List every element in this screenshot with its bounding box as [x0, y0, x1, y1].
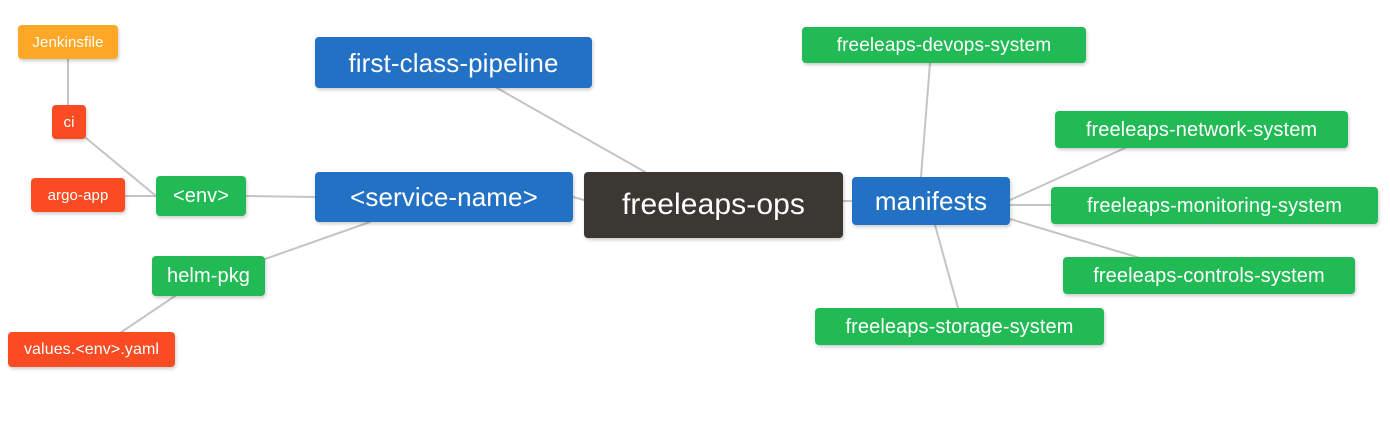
edge-manifests-to-freeleaps-devops-system	[920, 62, 931, 178]
mindmap-node-jenkinsfile[interactable]: Jenkinsfile	[18, 25, 118, 59]
mindmap-node-helm-pkg[interactable]: helm-pkg	[152, 256, 265, 296]
mindmap-node-service-name[interactable]: <service-name>	[315, 172, 573, 222]
mindmap-node-first-class-pipeline[interactable]: first-class-pipeline	[315, 37, 592, 88]
mindmap-node-freeleaps-devops-system[interactable]: freeleaps-devops-system	[802, 27, 1086, 63]
mindmap-node-freeleaps-ops[interactable]: freeleaps-ops	[584, 172, 843, 238]
mindmap-node-freeleaps-controls-system[interactable]: freeleaps-controls-system	[1063, 257, 1355, 294]
mindmap-node-freeleaps-network-system[interactable]: freeleaps-network-system	[1055, 111, 1348, 148]
mindmap-node-env[interactable]: <env>	[156, 176, 246, 216]
mindmap-node-manifests[interactable]: manifests	[852, 177, 1010, 225]
mindmap-node-ci[interactable]: ci	[52, 105, 86, 139]
edge-helm-pkg-to-values-yaml	[119, 295, 176, 334]
edge-manifests-to-freeleaps-storage-system	[934, 224, 959, 309]
edge-env-to-service-name	[245, 195, 316, 198]
mindmap-node-values-yaml[interactable]: values.<env>.yaml	[8, 332, 175, 367]
edge-service-name-to-freeleaps-ops	[572, 196, 585, 201]
mindmap-node-freeleaps-storage-system[interactable]: freeleaps-storage-system	[815, 308, 1104, 345]
mindmap-node-argo-app[interactable]: argo-app	[31, 178, 125, 212]
edge-first-class-pipeline-to-freeleaps-ops	[496, 87, 646, 173]
mindmap-node-freeleaps-monitoring-system[interactable]: freeleaps-monitoring-system	[1051, 187, 1378, 224]
edge-manifests-to-freeleaps-controls-system	[1009, 218, 1141, 259]
edge-service-name-to-helm-pkg	[264, 221, 371, 260]
